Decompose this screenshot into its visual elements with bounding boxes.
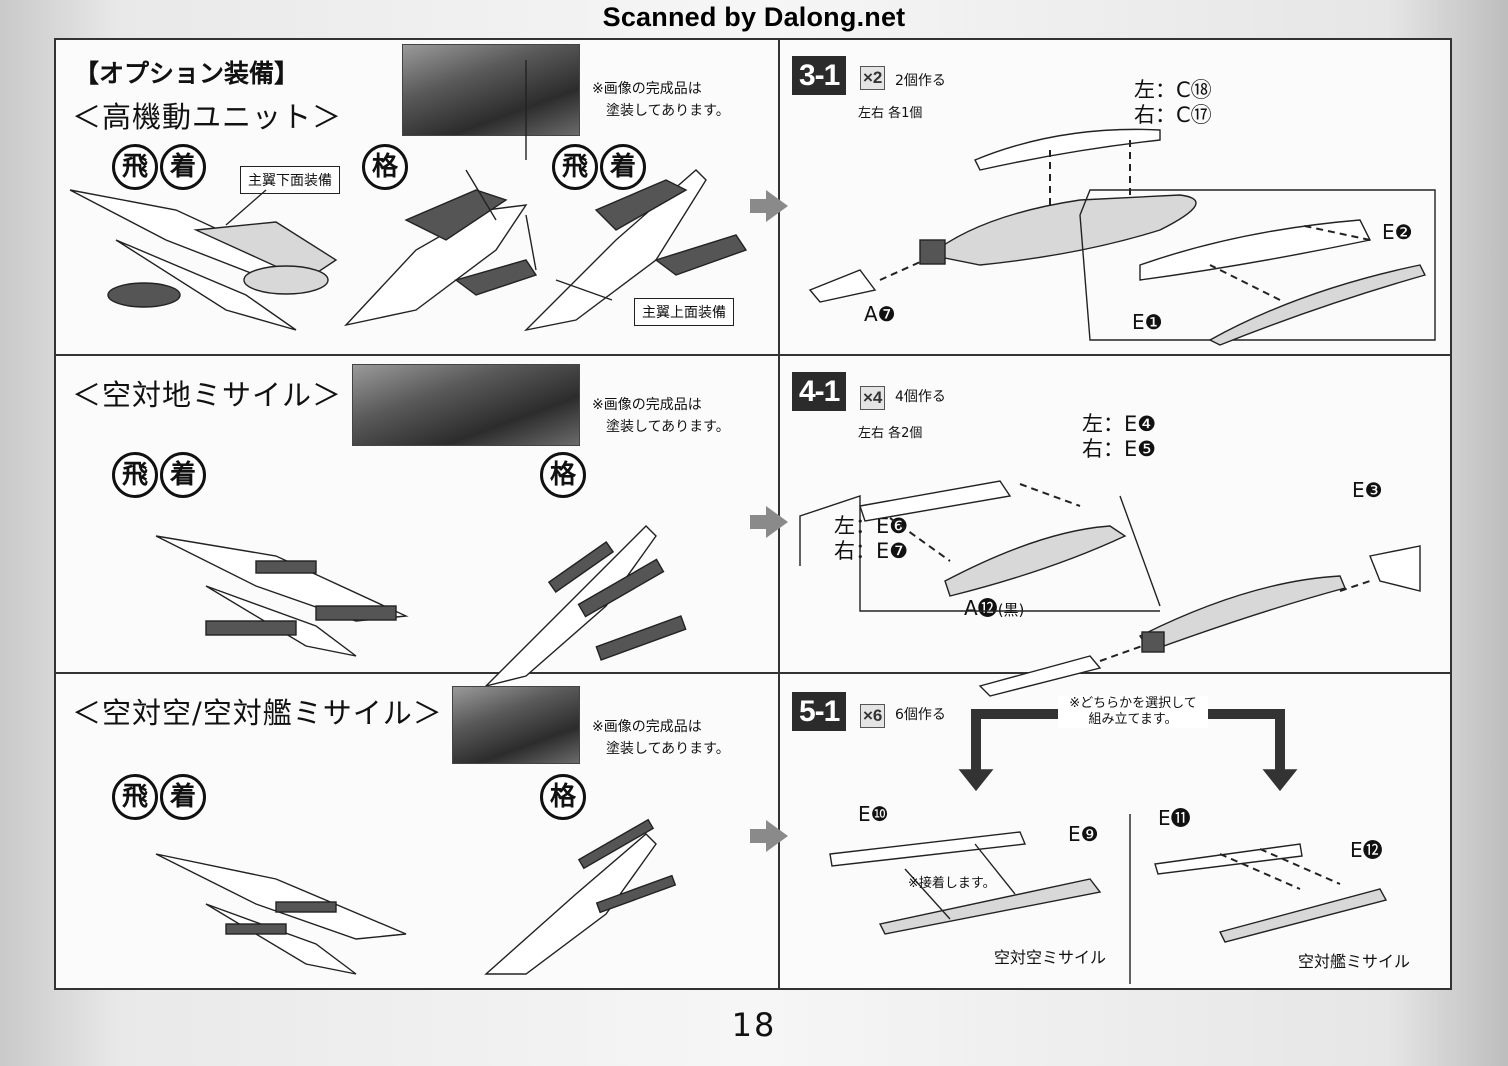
part-a12: A⓬ — [964, 596, 998, 620]
part-label-c18-c17: 左：C⑱ 右：C⑰ — [1134, 78, 1212, 128]
finished-product-photo — [452, 686, 580, 764]
note-line-2: 塗装してあります。 — [606, 741, 730, 757]
hangar-mode-badge: 格 — [540, 774, 586, 820]
flight-mode-badge: 飛 — [112, 452, 158, 498]
part-right-c17: 右：C⑰ — [1134, 103, 1212, 127]
part-label-a7: A❼ — [864, 302, 896, 326]
note-line-2: 塗装してあります。 — [606, 419, 730, 435]
part-label-e9: E❾ — [1068, 822, 1099, 846]
selection-note: ※どちらかを選択して 組み立てます。 — [1058, 696, 1208, 728]
section-title-air-to-ground-missile: ＜空対地ミサイル＞ — [72, 378, 343, 412]
part-label-e1: E❶ — [1132, 310, 1163, 334]
fighter-illustrations — [69, 60, 748, 332]
step-5-1-diagram — [829, 709, 1388, 984]
landing-mode-badge: 着 — [160, 144, 206, 190]
note-line-1: ※画像の完成品は — [592, 397, 702, 413]
part-label-e3: E❸ — [1352, 478, 1383, 502]
page-number: 18 — [731, 1006, 777, 1044]
part-label-e6-e7: 左：E❻ 右：E❼ — [834, 514, 908, 564]
note-line-2: 塗装してあります。 — [606, 103, 730, 119]
step-3-1-diagram — [808, 128, 1436, 346]
left-right-count: 左右 各1個 — [858, 106, 923, 121]
landing-mode-badge: 着 — [160, 774, 206, 820]
option-panel-air-to-ground: ＜空対地ミサイル＞ ※画像の完成品は 塗装してあります。 飛 着 格 — [56, 356, 778, 688]
finished-product-photo — [352, 364, 580, 446]
part-right-e5: 右：E❺ — [1082, 437, 1157, 461]
part-a12-color-note: (黒) — [997, 601, 1025, 619]
landing-mode-badge: 着 — [600, 144, 646, 190]
section-title-air-to-air-ship-missile: ＜空対空/空対艦ミサイル＞ — [72, 696, 443, 730]
quantity-multiplier: ×4 — [860, 386, 886, 410]
wing-underside-label: 主翼下面装備 — [240, 166, 340, 194]
selection-note-line-1: ※どちらかを選択して — [1069, 696, 1197, 711]
make-count: 4個作る — [895, 389, 946, 405]
make-count: 6個作る — [895, 707, 946, 723]
selection-note-line-2: 組み立てます。 — [1088, 712, 1178, 727]
hangar-mode-badge: 格 — [362, 144, 408, 190]
painted-note: ※画像の完成品は 塗装してあります。 — [592, 78, 730, 122]
fighter-illustrations — [155, 525, 687, 688]
next-arrow-icon — [750, 190, 788, 222]
part-left-e4: 左：E❹ — [1082, 412, 1157, 436]
painted-note: ※画像の完成品は 塗装してあります。 — [592, 716, 730, 760]
part-label-e4-e5: 左：E❹ 右：E❺ — [1082, 412, 1156, 462]
quantity-multiplier: ×6 — [860, 704, 886, 728]
part-label-a12: A⓬(黒) — [964, 592, 1024, 621]
flight-mode-badge: 飛 — [112, 144, 158, 190]
air-to-ship-missile-caption: 空対艦ミサイル — [1298, 952, 1411, 971]
part-label-e11: E⓫ — [1158, 806, 1191, 830]
section-title-high-mobility-unit: ＜高機動ユニット＞ — [72, 100, 343, 134]
fighter-illustrations — [155, 818, 677, 975]
row-divider — [56, 672, 1450, 674]
note-line-1: ※画像の完成品は — [592, 719, 702, 735]
next-arrow-icon — [750, 506, 788, 538]
part-label-e10: E❿ — [858, 802, 889, 826]
option-equipment-header: 【オプション装備】 — [74, 59, 300, 88]
flight-mode-badge: 飛 — [552, 144, 598, 190]
flight-mode-badge: 飛 — [112, 774, 158, 820]
step-4-1-panel: 4-1 ×4 4個作る 左右 各2個 左：E❹ 右：E❺ 左：E❻ 右：E❼ E… — [750, 356, 1452, 697]
painted-note: ※画像の完成品は 塗装してあります。 — [592, 394, 730, 438]
option-panel-high-mobility: 【オプション装備】 ＜高機動ユニット＞ ※画像の完成品は 塗装してあります。 飛… — [56, 40, 778, 356]
finished-product-photo — [402, 44, 580, 136]
part-label-e2: E❷ — [1382, 220, 1413, 244]
option-panel-air-to-air-ship: ＜空対空/空対艦ミサイル＞ ※画像の完成品は 塗装してあります。 飛 着 格 — [56, 674, 778, 990]
wing-topside-label: 主翼上面装備 — [634, 298, 734, 326]
step-number: 3-1 — [792, 56, 847, 95]
quantity-multiplier: ×2 — [860, 66, 886, 90]
glue-note: ※接着します。 — [908, 876, 996, 891]
part-left-c18: 左：C⑱ — [1134, 78, 1212, 102]
air-to-air-missile-caption: 空対空ミサイル — [994, 948, 1107, 967]
row-divider — [56, 354, 1450, 356]
next-arrow-icon — [750, 820, 788, 852]
note-line-1: ※画像の完成品は — [592, 81, 702, 97]
step-number: 4-1 — [792, 372, 847, 411]
part-right-e7: 右：E❼ — [834, 539, 909, 563]
step-number: 5-1 — [792, 692, 847, 731]
step-3-1-panel: 3-1 ×2 2個作る 左右 各1個 左：C⑱ 右：C⑰ E❷ E❶ A❼ — [750, 40, 1452, 356]
hangar-mode-badge: 格 — [540, 452, 586, 498]
make-count: 2個作る — [895, 73, 946, 89]
part-label-e12: E⓬ — [1350, 838, 1383, 862]
step-4-1-diagram — [799, 480, 1421, 697]
watermark: Scanned by Dalong.net — [602, 2, 906, 32]
landing-mode-badge: 着 — [160, 452, 206, 498]
step-5-1-panel: 5-1 ×6 6個作る ※どちらかを選択して 組み立てます。 E❿ E❾ E⓫ … — [750, 674, 1452, 990]
left-right-count: 左右 各2個 — [858, 426, 923, 441]
instruction-page-frame: 【オプション装備】 ＜高機動ユニット＞ ※画像の完成品は 塗装してあります。 飛… — [54, 38, 1452, 990]
